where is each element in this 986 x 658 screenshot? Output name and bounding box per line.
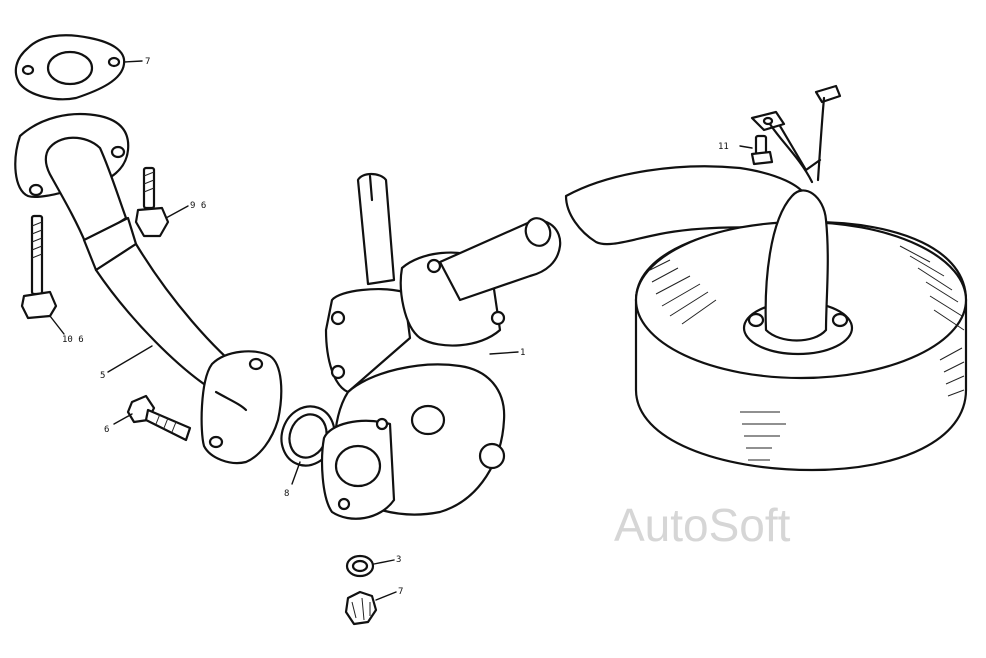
callout-bolt-left: 10 6	[62, 335, 84, 345]
bracket	[750, 84, 842, 184]
callout-pipe: 5	[100, 371, 105, 381]
bracket-bolt	[739, 134, 774, 166]
muffler	[634, 189, 968, 472]
callout-manifold: 1	[520, 348, 525, 358]
callout-gasket-top: 7	[145, 57, 150, 67]
top-gasket	[14, 34, 143, 101]
callout-bolt-lower: 6	[104, 425, 109, 435]
callout-gasket-ring: 8	[284, 489, 289, 499]
front-exhaust-pipe	[14, 112, 283, 465]
exhaust-manifold	[320, 172, 562, 520]
short-bolt-upper	[134, 166, 189, 238]
nut	[344, 590, 397, 626]
watermark: AutoSoft	[614, 499, 791, 551]
callout-washer: 3	[396, 555, 401, 565]
callout-nut: 7	[398, 587, 403, 597]
callout-bracket-bolt: 11	[718, 142, 729, 152]
ring-gasket	[280, 405, 336, 485]
callout-bolt-upper: 9 6	[190, 201, 206, 211]
muffler-texture	[649, 245, 965, 461]
lower-bolt	[113, 394, 192, 442]
washer	[345, 554, 395, 578]
long-bolt-left	[20, 214, 65, 335]
